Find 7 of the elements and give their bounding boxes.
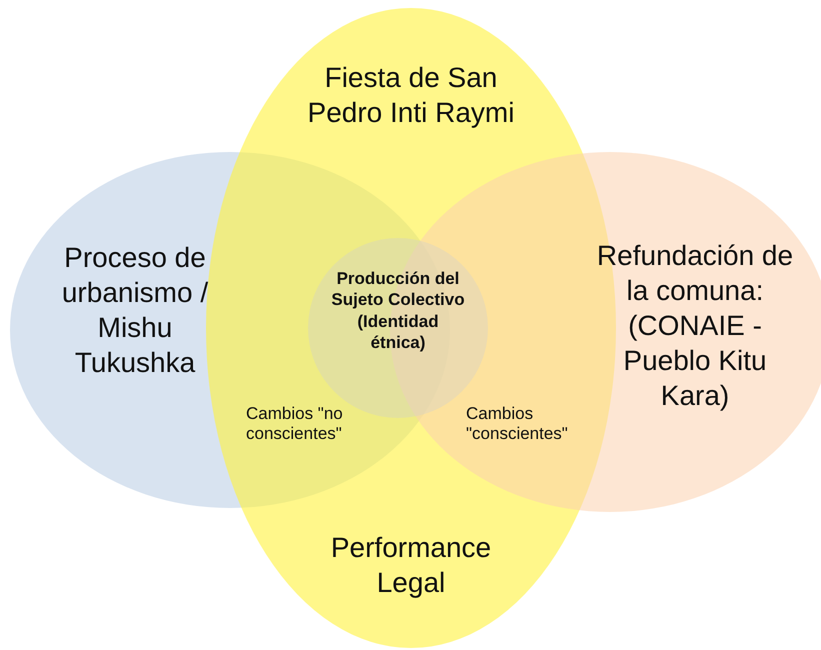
overlap-label: Cambios "conscientes": [466, 404, 569, 445]
overlap-label: Cambios "no conscientes": [246, 404, 344, 445]
region-label: Fiesta de San Pedro Inti Raymi: [306, 61, 516, 130]
region-label: Proceso de urbanismo / Mishu Tukushka: [60, 241, 210, 380]
region-label: Producción del Sujeto Colectivo (Identidad étnica): [330, 268, 466, 353]
region-label: Refundación de la comuna: (CONAIE - Pueblo Kitu Kara): [596, 239, 794, 413]
region-label: Performance Legal: [330, 531, 492, 600]
